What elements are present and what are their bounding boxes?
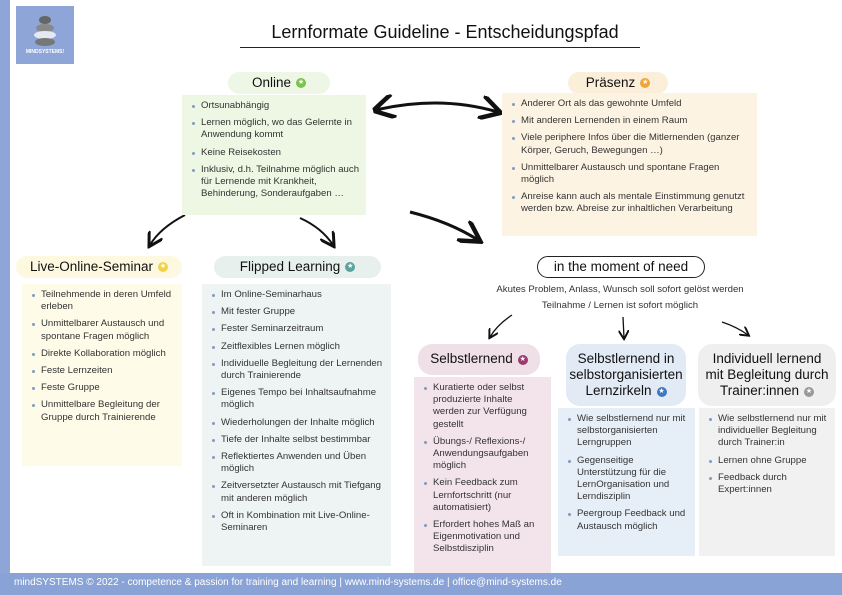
website-link[interactable]: www.mind-systems.de	[344, 577, 445, 588]
lernzirkel-box: Wie selbstlernend nur mit selbstorganisi…	[558, 408, 695, 556]
logo-text: MINDSYSTEMS!	[25, 49, 65, 55]
list-item: Feedback durch Expert:innen	[709, 472, 829, 496]
list-item: Mit anderen Lernenden in einem Raum	[512, 115, 751, 127]
zirkel-label: Selbstlernend in selbstorganisierten Ler…	[569, 350, 683, 399]
list-item: Anreise kann auch als mentale Einstimmun…	[512, 191, 751, 215]
list-item: Ortsunabhängig	[192, 100, 360, 112]
list-item: Kuratierte oder selbst produzierte Inhal…	[424, 382, 545, 431]
flipped-label: Flipped Learning	[239, 258, 341, 274]
individuell-pill[interactable]: Individuell lernend mit Begleitung durch…	[698, 344, 836, 406]
title-underline	[240, 47, 640, 48]
list-item: Übungs-/ Reflexions-/ Anwendungsaufgaben…	[424, 436, 545, 473]
list-item: Direkte Kollaboration möglich	[32, 348, 176, 360]
double-arrow	[376, 103, 498, 112]
list-item: Mit fester Gruppe	[212, 306, 385, 318]
list-item: Tiefe der Inhalte selbst bestimmbar	[212, 434, 385, 446]
page-title: Lernformate Guideline - Entscheidungspfa…	[271, 22, 619, 42]
star-icon: ★	[804, 386, 815, 397]
list-item: Peergroup Feedback und Austausch möglich	[568, 508, 689, 532]
arrow-to-live	[150, 214, 186, 245]
star-icon: ★	[656, 386, 667, 397]
selbstlernend-box: Kuratierte oder selbst produzierte Inhal…	[414, 377, 551, 573]
individuell-box: Wie selbstlernend nur mit individueller …	[699, 408, 835, 556]
star-icon: ★	[517, 354, 528, 365]
selbst-label: Selbstlernend	[430, 351, 513, 367]
star-icon: ★	[345, 262, 356, 272]
star-icon: ★	[296, 78, 307, 88]
list-item: Reflektiertes Anwenden und Üben möglich	[212, 451, 385, 475]
arrow-to-indiv	[721, 321, 748, 335]
list-item: Eigenes Tempo bei Inhaltsaufnahme möglic…	[212, 387, 385, 411]
list-item: Unmittelbarer Austausch und spontane Fra…	[512, 162, 751, 186]
list-item: Zeitversetzter Austausch mit Tiefgang mi…	[212, 480, 385, 504]
logo: MINDSYSTEMS!	[16, 6, 74, 64]
list-item: Erfordert hohes Maß an Eigenmotivation u…	[424, 519, 545, 556]
list-item: Wiederholungen der Inhalte möglich	[212, 417, 385, 429]
flipped-box: Im Online-Seminarhaus Mit fester Gruppe …	[202, 284, 391, 566]
moment-of-need-pill[interactable]: in the moment of need	[537, 256, 705, 278]
praesenz-label: Präsenz	[585, 74, 636, 90]
praesenz-box: Anderer Ort als das gewohnte Umfeld Mit …	[502, 93, 757, 236]
list-item: Oft in Kombination mit Live-Online-Semin…	[212, 510, 385, 534]
list-item: Lernen möglich, wo das Gelernte in Anwen…	[192, 117, 360, 141]
arrow-to-flipped	[299, 217, 333, 245]
live-online-pill[interactable]: Live-Online-Seminar ★	[16, 256, 182, 278]
list-item: Im Online-Seminarhaus	[212, 289, 385, 301]
list-item: Inklusiv, d.h. Teilnahme möglich auch fü…	[192, 164, 360, 201]
list-item: Feste Gruppe	[32, 382, 176, 394]
footer-text: mindSYSTEMS © 2022 - competence & passio…	[14, 577, 345, 588]
stones-icon	[34, 16, 56, 46]
list-item: Anderer Ort als das gewohnte Umfeld	[512, 98, 751, 110]
live-online-box: Teilnehmende in deren Umfeld erleben Unm…	[22, 284, 182, 466]
need-label: in the moment of need	[553, 258, 689, 274]
list-item: Fester Seminarzeitraum	[212, 323, 385, 335]
need-line-1: Akutes Problem, Anlass, Wunsch soll sofo…	[496, 284, 744, 295]
list-item: Wie selbstlernend nur mit individueller …	[709, 413, 829, 450]
list-item: Unmittelbare Begleitung der Gruppe durch…	[32, 399, 176, 423]
list-item: Viele periphere Infos über die Mitlernen…	[512, 132, 751, 156]
left-stripe	[0, 0, 10, 595]
need-line-2: Teilnahme / Lernen ist sofort möglich	[541, 300, 699, 311]
indiv-label: Individuell lernend mit Begleitung durch…	[705, 350, 829, 399]
arrow-to-zirkel	[623, 316, 624, 338]
arrow-to-need	[409, 210, 478, 240]
star-icon: ★	[640, 78, 651, 88]
list-item: Gegenseitige Unterstützung für die LernO…	[568, 455, 689, 504]
list-item: Unmittelbarer Austausch und spontane Fra…	[32, 318, 176, 342]
footer: mindSYSTEMS © 2022 - competence & passio…	[0, 573, 842, 595]
list-item: Zeitflexibles Lernen möglich	[212, 341, 385, 353]
selbstlernend-pill[interactable]: Selbstlernend ★	[418, 344, 540, 375]
list-item: Teilnehmende in deren Umfeld erleben	[32, 289, 176, 313]
lernzirkel-pill[interactable]: Selbstlernend in selbstorganisierten Ler…	[566, 344, 686, 406]
online-box: Ortsunabhängig Lernen möglich, wo das Ge…	[182, 95, 366, 215]
arrow-to-selbst	[490, 314, 513, 337]
list-item: Keine Reisekosten	[192, 147, 360, 159]
online-pill[interactable]: Online ★	[228, 72, 330, 94]
list-item: Lernen ohne Gruppe	[709, 455, 829, 467]
list-item: Kein Feedback zum Lernfortschritt (nur a…	[424, 477, 545, 514]
list-item: Feste Lernzeiten	[32, 365, 176, 377]
live-label: Live-Online-Seminar	[29, 258, 154, 274]
email-link[interactable]: office@mind-systems.de	[452, 577, 562, 588]
list-item: Wie selbstlernend nur mit selbstorganisi…	[568, 413, 689, 450]
praesenz-pill[interactable]: Präsenz ★	[568, 72, 668, 94]
footer-separator: |	[444, 577, 453, 588]
list-item: Individuelle Begleitung der Lernenden du…	[212, 358, 385, 382]
star-icon: ★	[158, 262, 169, 272]
flipped-pill[interactable]: Flipped Learning ★	[214, 256, 381, 278]
online-label: Online	[251, 74, 292, 90]
